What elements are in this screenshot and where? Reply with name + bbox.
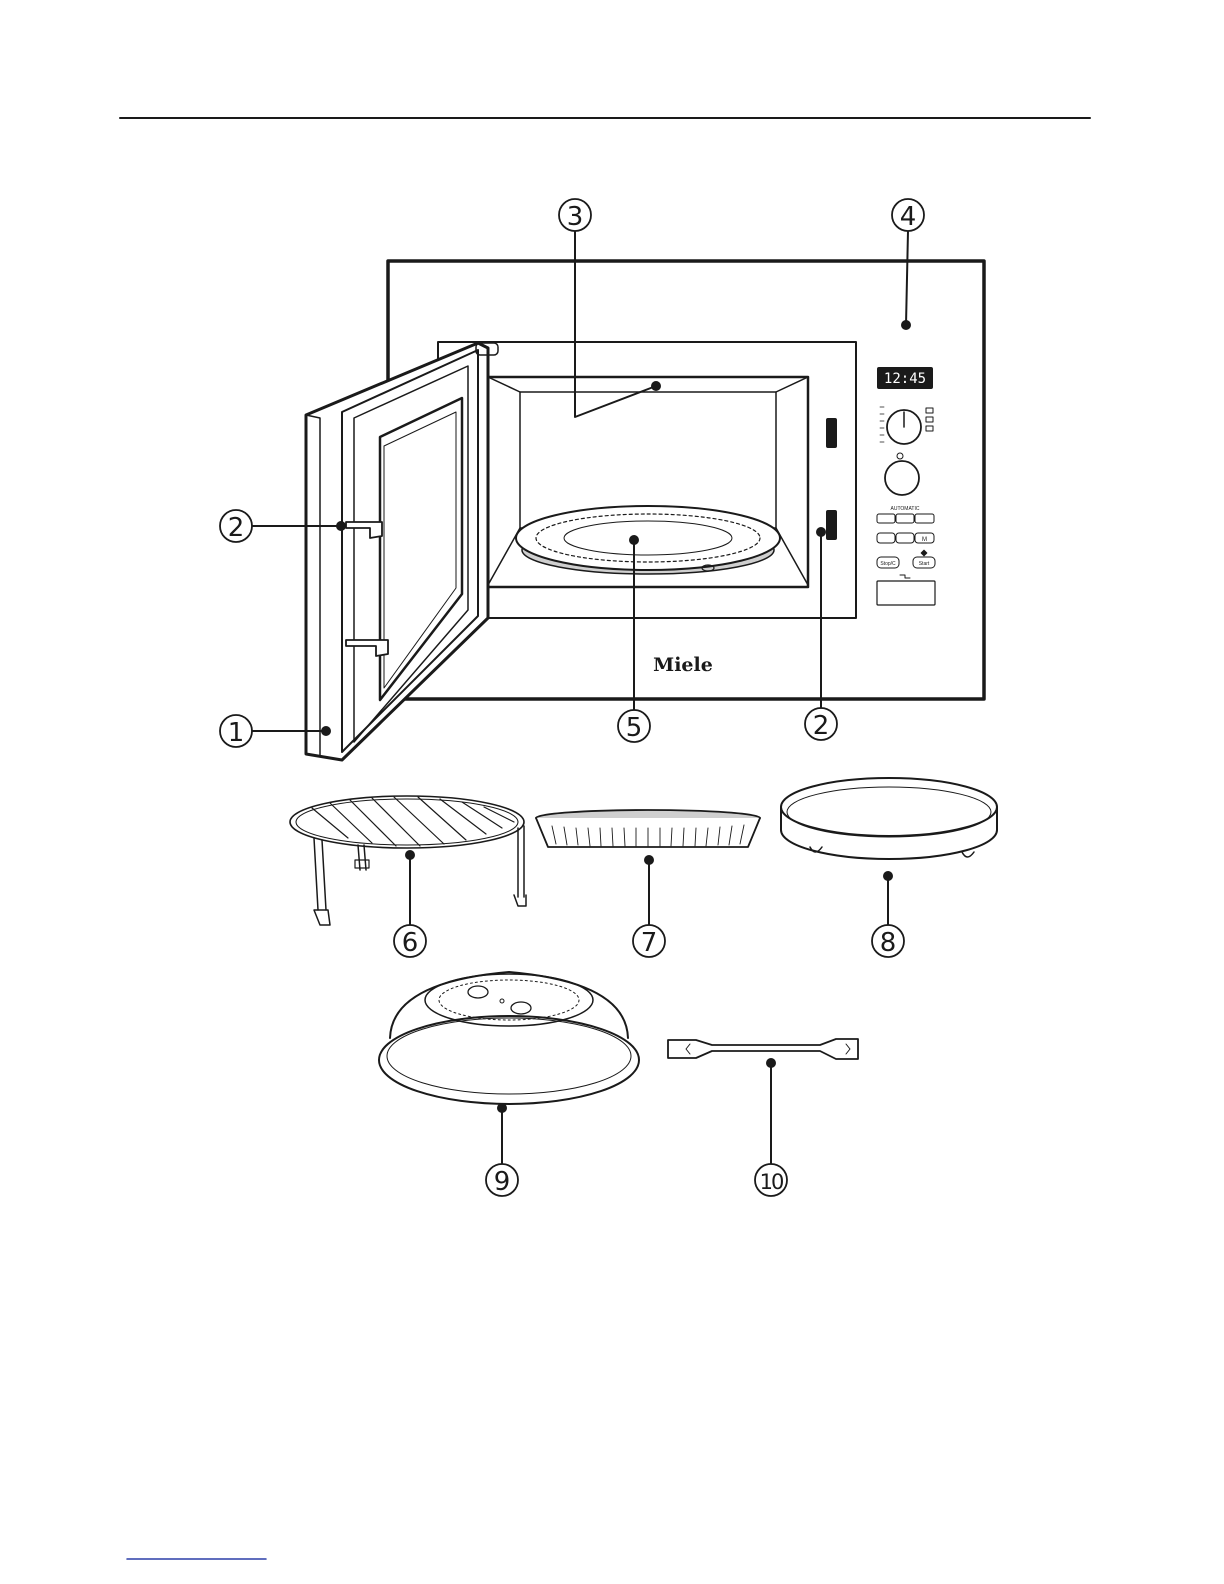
auto-program-button-2[interactable] (896, 514, 914, 523)
cavity-left-wall (488, 377, 520, 585)
door-lock-slot-lower (827, 511, 836, 539)
callout-4: 4 (892, 199, 924, 232)
brand-logo: Miele (653, 654, 713, 676)
callout-label: 8 (880, 928, 897, 958)
auto-program-button-3[interactable] (915, 514, 934, 523)
memory-button-label: M (922, 537, 927, 543)
auto-program-button-1[interactable] (877, 514, 895, 523)
callout-10: 10 (755, 1164, 787, 1196)
start-button-label: Start (919, 561, 930, 567)
door-release-button[interactable] (877, 581, 935, 605)
callout-9: 9 (486, 1164, 518, 1197)
callout-2-cavity: 2 (805, 708, 837, 741)
microwave-cover (379, 972, 639, 1104)
callout-label: 2 (813, 711, 830, 741)
wire-rack (290, 796, 526, 925)
time-selector-knob[interactable] (885, 461, 919, 495)
control-panel: 12:45 AUTOMATIC (877, 367, 935, 605)
microwave-oven: Miele 12:45 AUTOMATIC (306, 261, 984, 760)
turntable-tool (668, 1039, 858, 1059)
callout-label: 6 (402, 928, 419, 958)
automatic-label: AUTOMATIC (891, 506, 920, 512)
baking-pan (536, 810, 760, 847)
callout-label: 9 (494, 1167, 511, 1197)
callout-label: 3 (567, 202, 584, 232)
start-indicator-icon (921, 550, 927, 556)
callout-8: 8 (872, 925, 904, 958)
callout-7: 7 (633, 925, 665, 958)
callout-1: 1 (220, 715, 252, 748)
callout-label: 1 (228, 718, 245, 748)
turntable (516, 506, 780, 574)
callout-label: 2 (228, 513, 245, 543)
callout-label: 7 (641, 928, 658, 958)
time-display-text: 12:45 (884, 371, 926, 387)
grill-symbols (926, 408, 933, 431)
callout-label: 10 (760, 1170, 783, 1194)
knob-scale-marks (880, 407, 884, 442)
roller-ring (781, 778, 997, 859)
cavity-right-wall (776, 377, 808, 585)
callout-label: 4 (900, 202, 917, 232)
clock-button[interactable] (877, 533, 895, 543)
callout-label: 5 (626, 713, 643, 743)
callout-6: 6 (394, 925, 426, 958)
callout-5: 5 (618, 710, 650, 743)
callout-3: 3 (559, 199, 591, 232)
quick-start-button[interactable] (896, 533, 914, 543)
callout-2-door: 2 (220, 510, 252, 543)
door-lock-slot-upper (827, 419, 836, 447)
stop-button-label: Stop/C (880, 561, 896, 567)
door-release-icon (900, 575, 910, 578)
